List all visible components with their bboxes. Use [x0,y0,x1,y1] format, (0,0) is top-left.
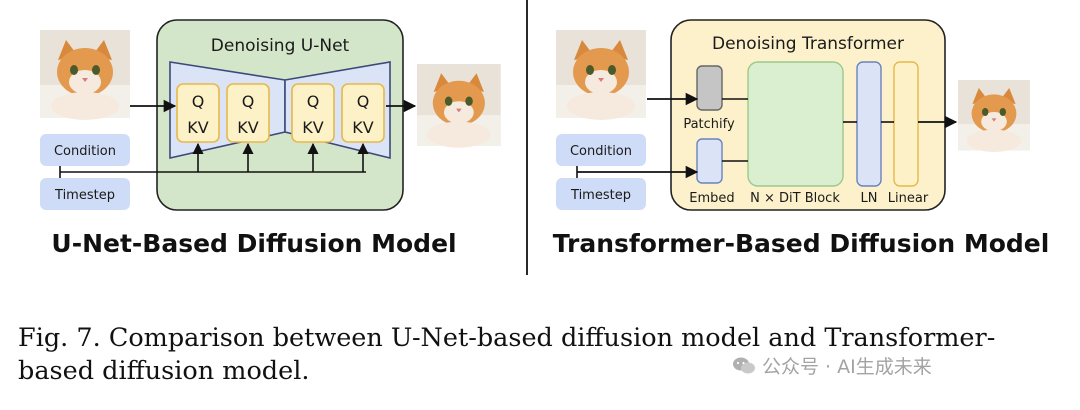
qkv-kv-label: KV [187,118,208,137]
ln-block [856,61,882,187]
figure-caption: Fig. 7. Comparison between U-Net-based d… [18,323,996,386]
ln-label: LN [861,191,878,206]
qkv-block-1: Q KV [176,83,220,143]
cat-output-image-right [958,80,1030,152]
linear-block [893,61,919,187]
linear-label: Linear [888,191,929,206]
condition-label-left: Condition [54,144,116,159]
timestep-pill-right [556,178,646,210]
qkv-q-label: Q [242,92,255,111]
dit-block [747,61,844,187]
qkv-kv-label: KV [352,118,373,137]
qkv-q-label: Q [192,92,205,111]
patchify-block [696,65,723,111]
qkv-block-2: Q KV [226,83,270,143]
transformer-section: Denoising Transformer Patchify Embed N ×… [553,19,1050,258]
qkv-block-4: Q KV [341,83,385,143]
cat-output-image-left [417,64,501,148]
timestep-pill-left [40,178,130,210]
embed-label: Embed [689,191,734,206]
patchify-label: Patchify [683,117,735,132]
condition-pill-right [556,134,646,166]
dit-block-label: N × DiT Block [750,191,840,206]
watermark: 公众号 · AI生成未来 [732,352,932,379]
embed-block [696,138,723,184]
timestep-label-right: Timestep [570,188,631,203]
wechat-icon [733,357,755,373]
qkv-q-label: Q [307,92,320,111]
condition-pill-left [40,134,130,166]
transformer-panel-title: Denoising Transformer [712,34,904,54]
timestep-label-left: Timestep [54,188,115,203]
unet-model-title: U-Net-Based Diffusion Model [51,229,456,258]
cat-input-image-left [40,30,130,120]
watermark-text: 公众号 · AI生成未来 [762,356,932,378]
unet-panel-title: Denoising U-Net [211,36,350,56]
qkv-block-3: Q KV [291,83,335,143]
unet-section: Denoising U-Net Q KV Q KV Q KV Q KV [40,19,501,258]
qkv-kv-label: KV [302,118,323,137]
transformer-model-title: Transformer-Based Diffusion Model [553,229,1050,258]
condition-label-right: Condition [570,144,632,159]
qkv-kv-label: KV [237,118,258,137]
qkv-q-label: Q [357,92,370,111]
cat-input-image-right [556,30,646,120]
